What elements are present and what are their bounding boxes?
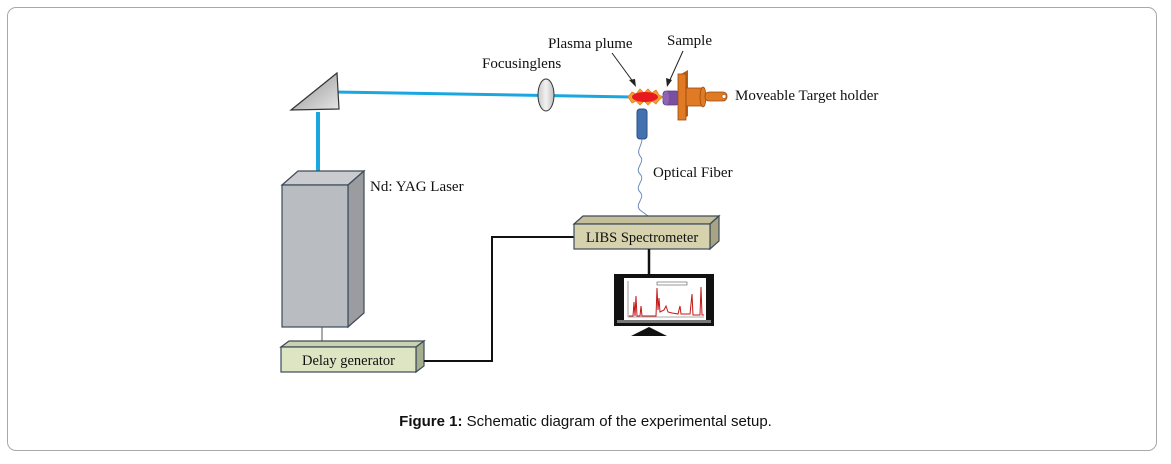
optical-fiber-label: Optical Fiber [653,165,733,181]
target-holder-icon [677,70,728,121]
prism-mirror-icon [289,71,340,111]
sample-pointer [668,50,684,83]
figure-caption: Figure 1: Schematic diagram of the exper… [0,413,1171,430]
target-holder-label: Moveable Target holder [735,88,878,104]
spectrometer-label: LIBS Spectrometer [586,230,699,246]
spectrum-plot-icon [627,281,704,318]
laser-unit [280,169,366,329]
caption-text: Schematic diagram of the experimental se… [462,413,772,430]
optical-fiber-cable [637,138,649,217]
sample-label: Sample [667,33,712,49]
spectrometer-unit [572,214,721,251]
plasma-plume-label: Plasma plume [548,36,633,52]
laser-beam [316,90,633,178]
caption-prefix: Figure 1: [399,413,463,430]
delay-generator-unit [279,339,426,374]
arrow-head-icon [666,78,672,87]
sample-icon [662,90,680,106]
plasma-plume-icon [627,88,664,106]
arrow-head-icon [629,79,636,87]
laser-label: Nd: YAG Laser [370,179,464,195]
fiber-probe-icon [636,108,648,140]
focusing-lens-icon [537,78,555,112]
delay-generator-label: Delay generator [302,353,395,369]
focusing-lens-label: Focusinglens [482,56,561,72]
plasma-plume-pointer [611,52,635,84]
sync-cable [424,236,574,362]
monitor-icon [614,274,714,336]
